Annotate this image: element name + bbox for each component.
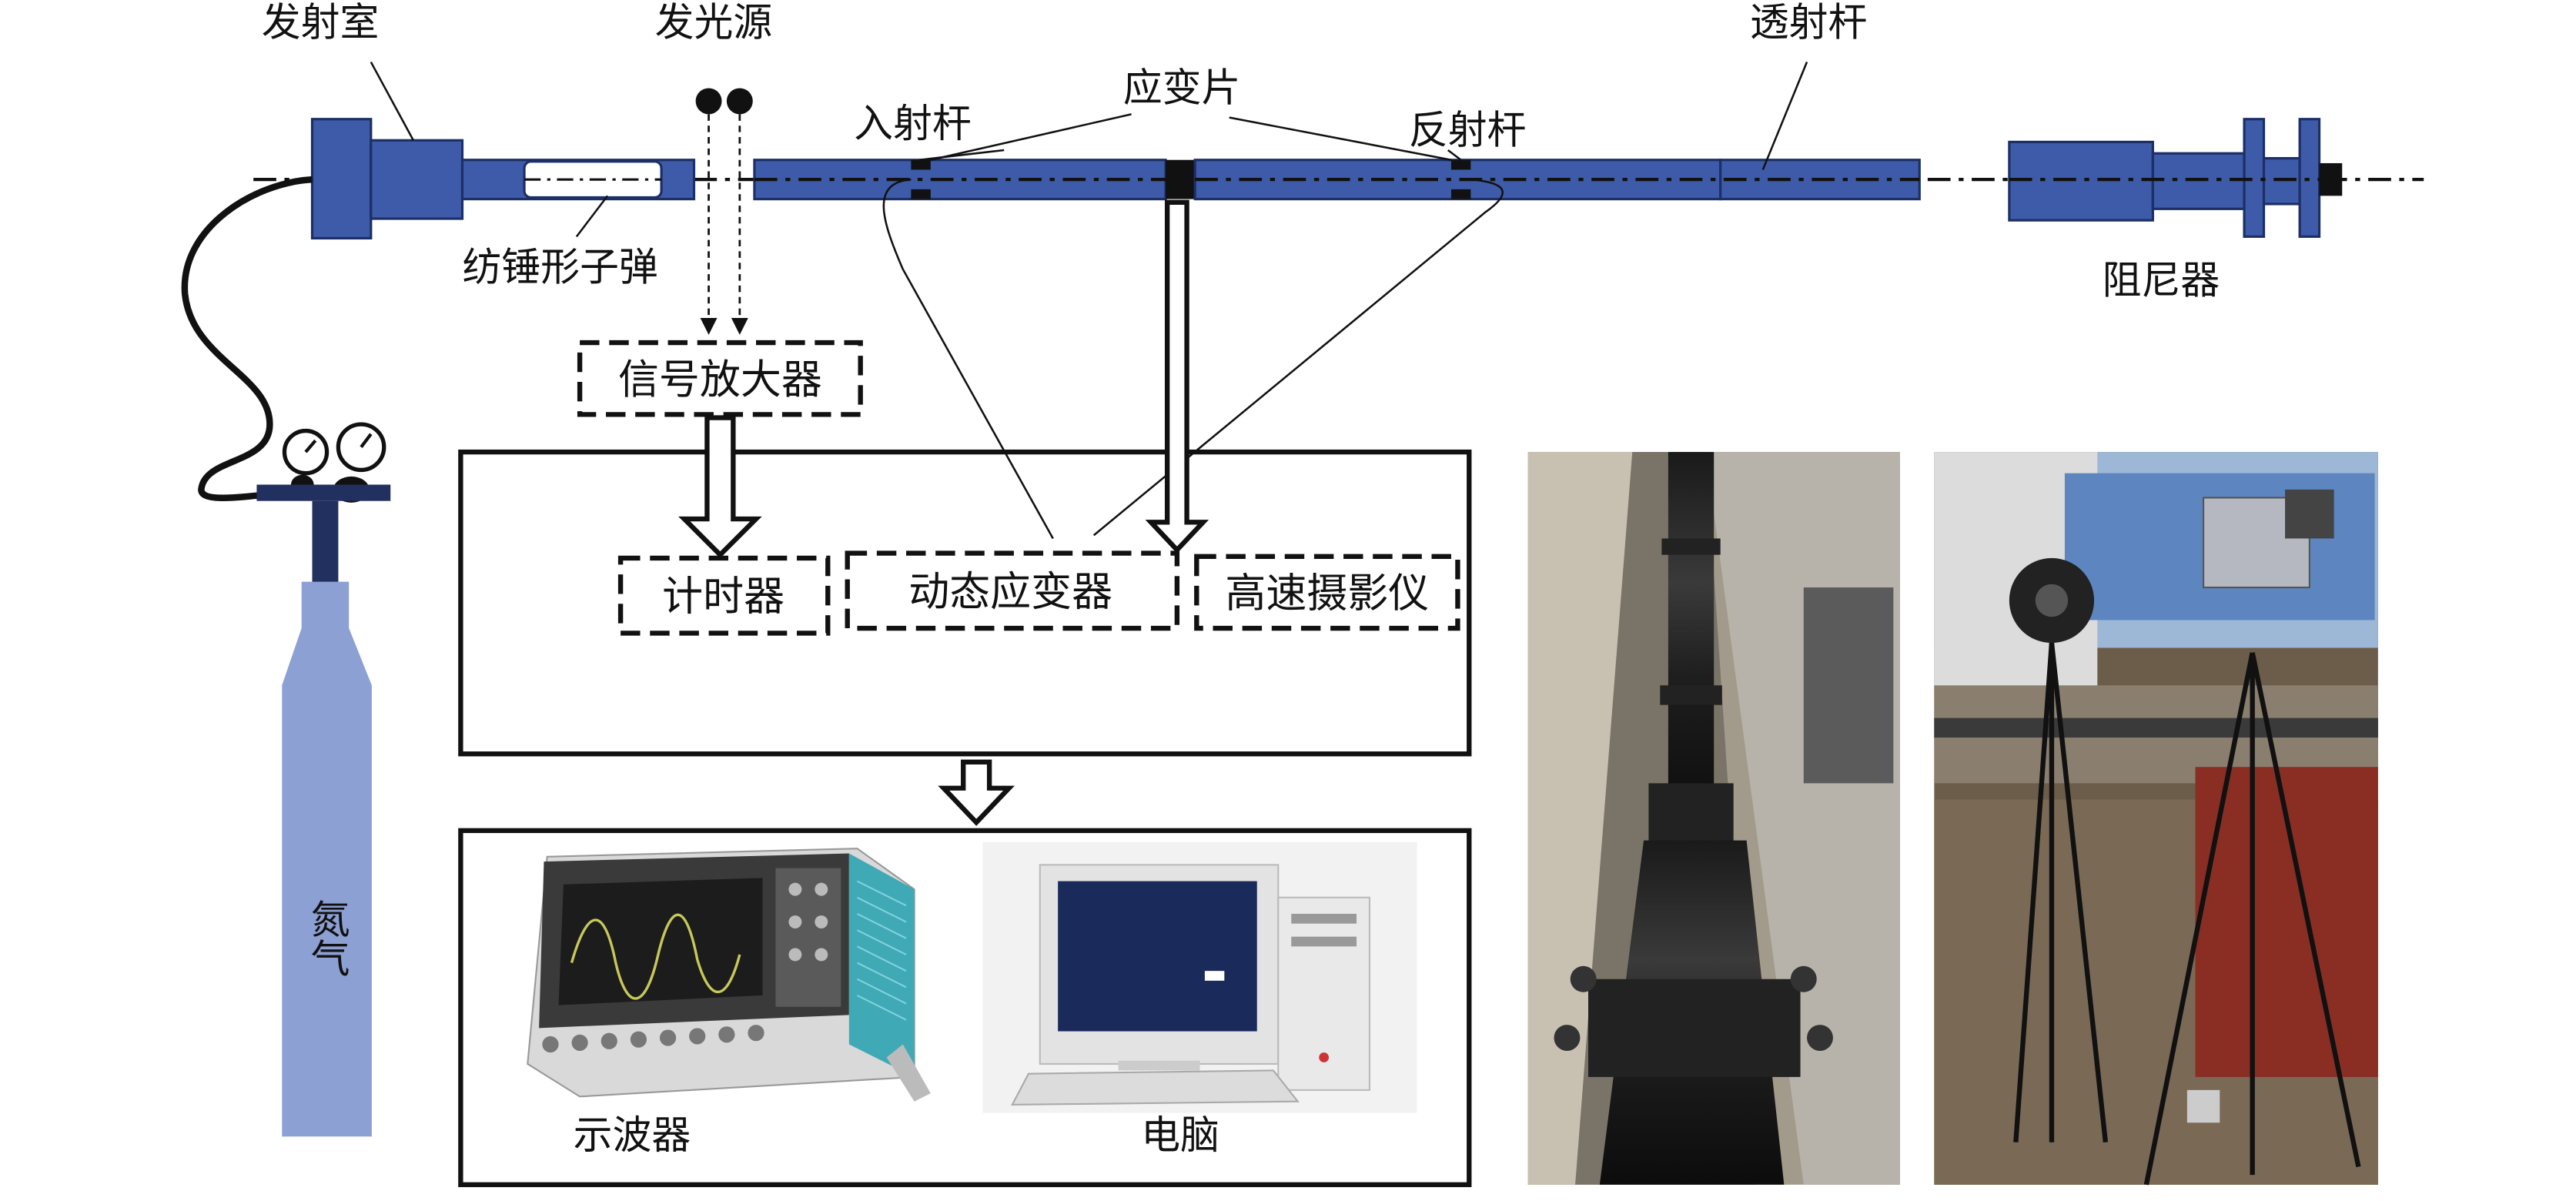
specimen	[1166, 159, 1196, 199]
label-dynamic-strain-meter: 动态应变器	[908, 568, 1112, 615]
label-nitrogen: 氮气	[304, 899, 350, 978]
label-spindle-bullet: 纺锤形子弹	[463, 245, 658, 290]
nitrogen-supply: 氮气	[181, 176, 391, 1137]
label-computer: 电脑	[1141, 1112, 1219, 1158]
arrow-to-output	[938, 759, 1015, 826]
label-high-speed-camera: 高速摄影仪	[1225, 570, 1429, 617]
dynamic-strain-meter-box	[845, 550, 1180, 631]
label-reflected-bar: 反射杆	[1409, 108, 1527, 153]
gas-hose	[181, 176, 313, 501]
strain-gauge-reflected	[1450, 159, 1471, 170]
label-timer: 计时器	[662, 574, 785, 621]
strain-gauge-incident	[911, 159, 931, 170]
reflected-bar	[1193, 159, 1921, 201]
bar-system	[253, 61, 2424, 540]
signal-amplifier-box	[577, 340, 863, 417]
arrow-specimen-to-camera	[1145, 199, 1209, 554]
label-launch-chamber: 发射室	[262, 0, 380, 45]
computer-icon	[982, 841, 1417, 1113]
launch-chamber	[310, 118, 696, 240]
light-source	[695, 88, 753, 335]
high-speed-camera-box	[1194, 554, 1460, 631]
label-strain-gauge: 应变片	[1123, 65, 1241, 110]
damper	[2008, 118, 2343, 238]
hopkinson-bar-photo	[1527, 452, 1900, 1185]
timer-box	[617, 555, 831, 636]
leader-lines	[370, 61, 1808, 540]
incident-bar	[753, 159, 1167, 201]
arrow-amplifier-to-timer	[678, 415, 762, 559]
measurement-box	[458, 449, 1472, 757]
label-damper: 阻尼器	[2103, 258, 2220, 303]
label-transmission-bar: 透射杆	[1750, 0, 1868, 45]
high-speed-camera-photo	[1934, 452, 2378, 1186]
label-incident-bar: 入射杆	[854, 101, 972, 146]
label-light-source: 发光源	[655, 0, 773, 45]
output-box	[458, 828, 1472, 1187]
oscilloscope-icon	[527, 848, 931, 1102]
label-oscilloscope: 示波器	[574, 1112, 691, 1158]
gas-cylinder	[282, 581, 372, 1137]
label-signal-amplifier: 信号放大器	[618, 356, 822, 403]
